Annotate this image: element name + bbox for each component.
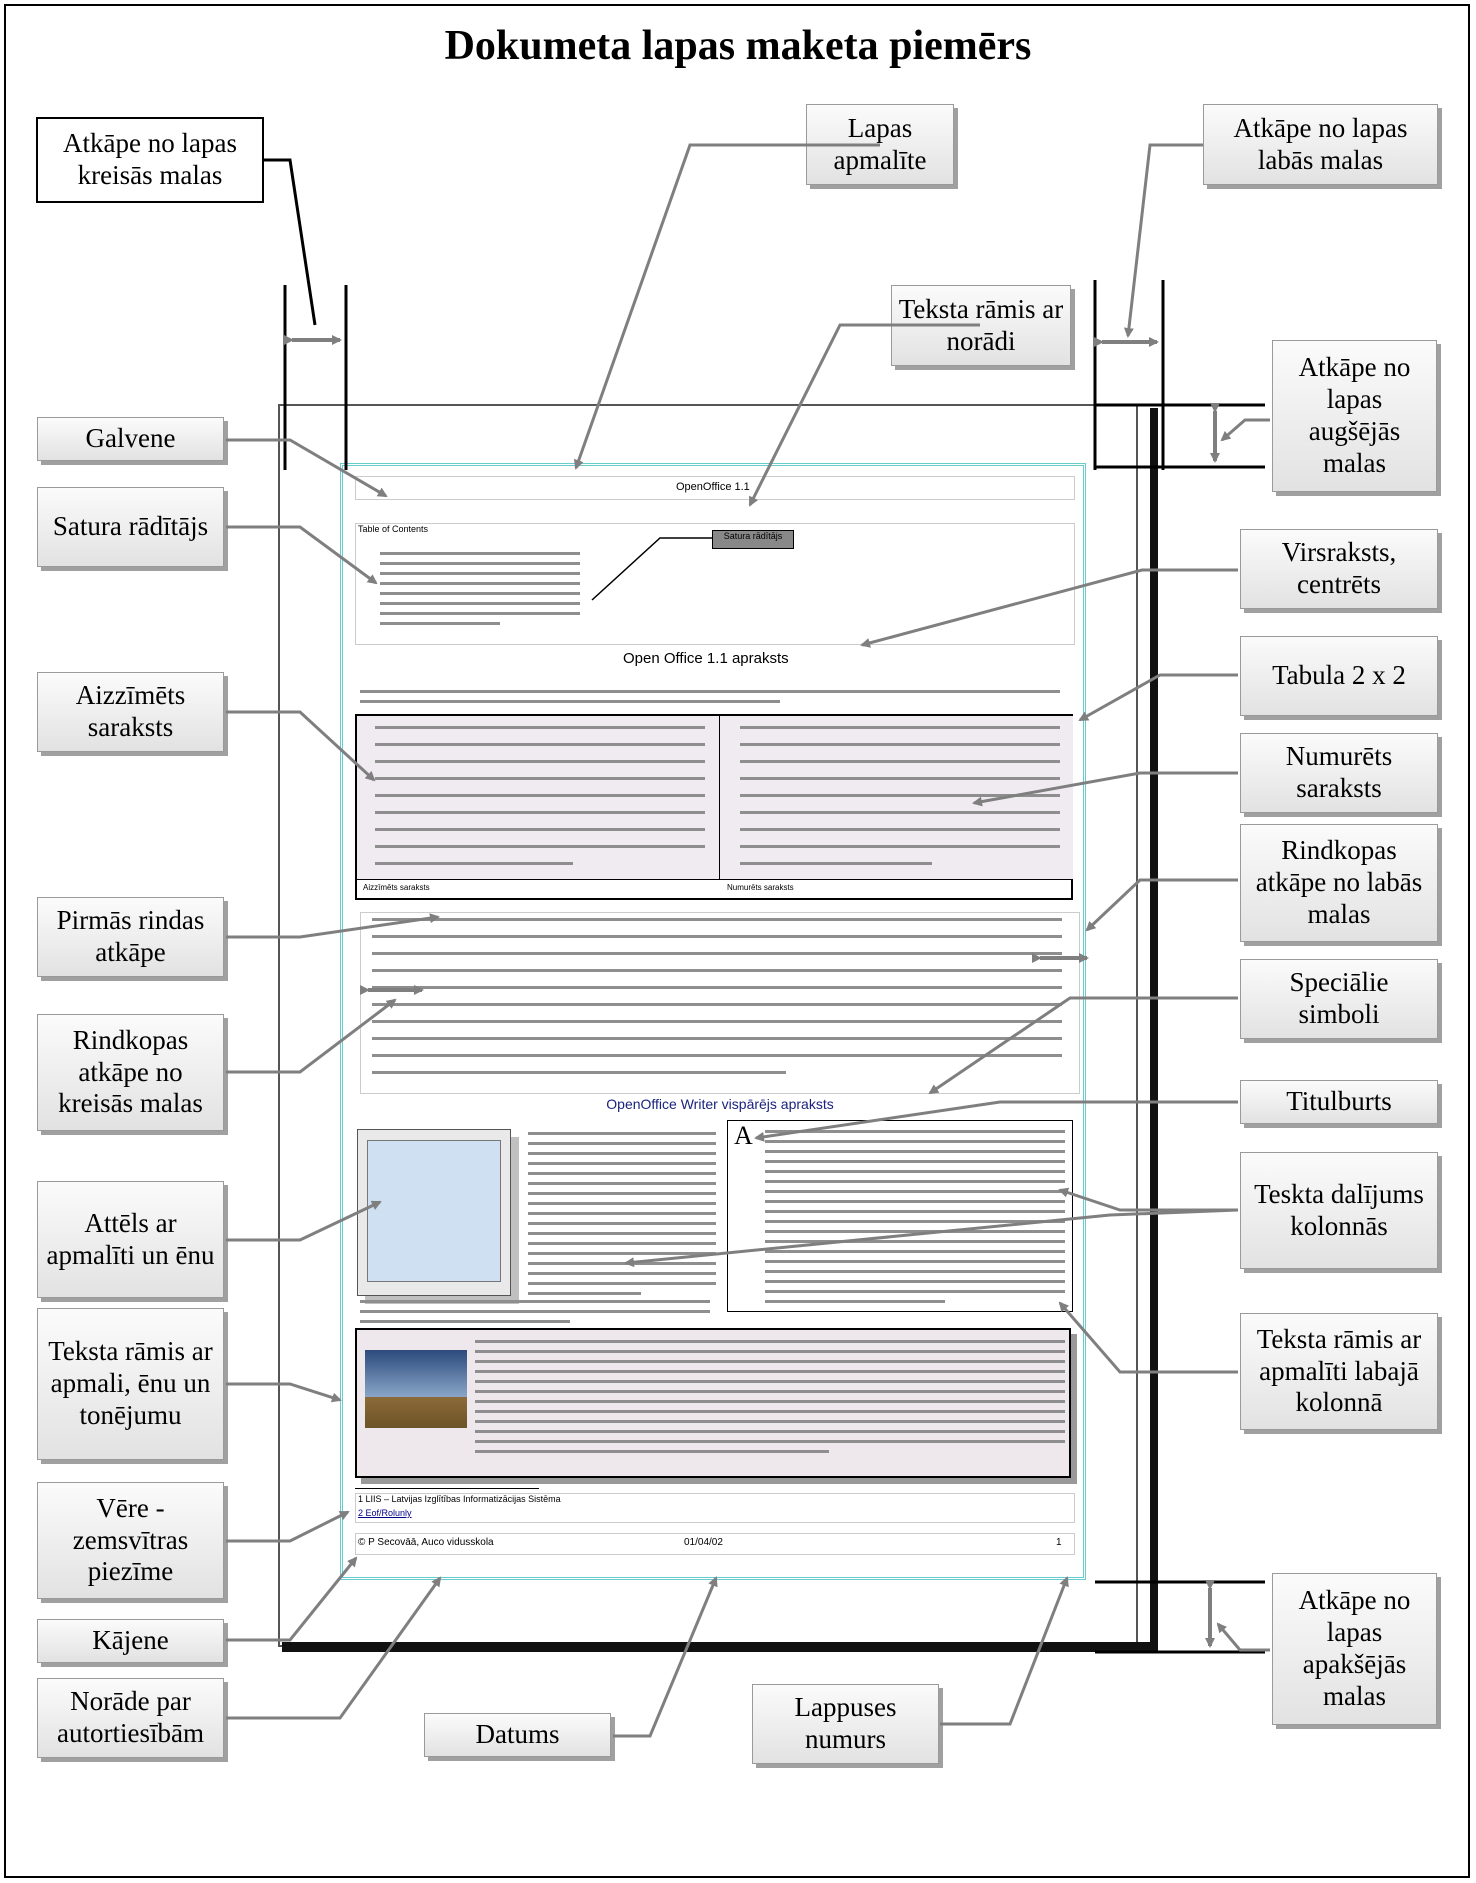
- leader-special: [930, 998, 1238, 1093]
- leader-columns-a: [1060, 1190, 1238, 1210]
- leader-drop-cap: [756, 1102, 1238, 1138]
- leader-image: [226, 1202, 380, 1240]
- leader-left-margin: [264, 160, 315, 325]
- leader-bottom-margin: [1218, 1624, 1270, 1650]
- leader-frame-right: [1060, 1303, 1238, 1372]
- leader-date: [613, 1578, 716, 1736]
- leader-toc: [226, 527, 376, 583]
- leader-para-right: [1087, 880, 1238, 930]
- leader-header: [226, 440, 386, 496]
- leader-columns-b: [626, 1210, 1238, 1263]
- leader-page-border: [576, 145, 880, 468]
- leader-para-left: [226, 1000, 395, 1072]
- leader-bulleted: [226, 712, 374, 780]
- leader-table: [1080, 675, 1238, 720]
- leader-text-frame: [750, 325, 980, 505]
- leader-copyright: [226, 1578, 440, 1718]
- leader-page-number: [940, 1578, 1067, 1724]
- leader-footer: [226, 1558, 356, 1640]
- toc-callout-pointer: [592, 538, 712, 600]
- leader-top-margin: [1222, 420, 1270, 440]
- leader-frame-shaded: [226, 1384, 340, 1400]
- leader-right-margin: [1128, 145, 1203, 336]
- leader-footnote: [226, 1512, 348, 1541]
- leader-heading: [862, 570, 1238, 645]
- leader-first-line: [226, 917, 438, 937]
- leader-numbered: [974, 773, 1238, 803]
